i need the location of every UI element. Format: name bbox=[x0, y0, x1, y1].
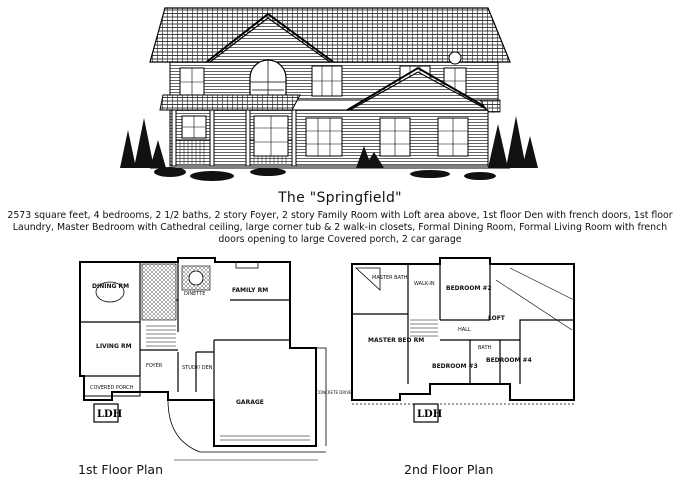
house-elevation bbox=[120, 7, 538, 181]
label-covered-porch: COVERED PORCH bbox=[90, 385, 134, 391]
label-foyer: FOYER bbox=[146, 363, 163, 369]
second-floor-caption: 2nd Floor Plan bbox=[404, 462, 494, 477]
label-concrete-drive: CONCRETE DRIVE bbox=[316, 390, 352, 395]
builder-logo-1: LDH bbox=[93, 403, 122, 423]
second-floor-plan bbox=[351, 257, 576, 405]
first-floor-plan bbox=[79, 257, 327, 461]
svg-text:LDH: LDH bbox=[97, 409, 122, 420]
svg-text:LDH: LDH bbox=[417, 409, 442, 420]
label-bedroom-2: BEDROOM #2 bbox=[446, 285, 492, 292]
plan-title: The "Springfield" bbox=[278, 190, 402, 206]
label-garage: GARAGE bbox=[236, 399, 264, 406]
label-loft: LOFT bbox=[488, 315, 505, 322]
label-bath: BATH bbox=[478, 345, 492, 351]
label-master-bed-room: MASTER BED RM bbox=[368, 337, 425, 344]
label-living-room: LIVING RM bbox=[96, 343, 132, 350]
builder-logo-2: LDH bbox=[413, 403, 442, 423]
plan-description: 2573 square feet, 4 bedrooms, 2 1/2 bath… bbox=[7, 210, 673, 245]
label-family-room: FAMILY RM bbox=[232, 287, 269, 294]
label-walk-in: WALK-IN bbox=[414, 281, 435, 287]
label-master-bath: MASTER BATH bbox=[372, 275, 408, 281]
label-dining-room: DINING RM bbox=[92, 283, 130, 290]
first-floor-caption: 1st Floor Plan bbox=[78, 462, 164, 477]
label-dinette: DINETTE bbox=[184, 291, 206, 297]
label-study-den: STUDY/ DEN bbox=[182, 365, 213, 371]
label-bedroom-4: BEDROOM #4 bbox=[486, 357, 532, 364]
label-bedroom-3: BEDROOM #3 bbox=[432, 363, 478, 370]
label-hall: HALL bbox=[458, 327, 471, 333]
